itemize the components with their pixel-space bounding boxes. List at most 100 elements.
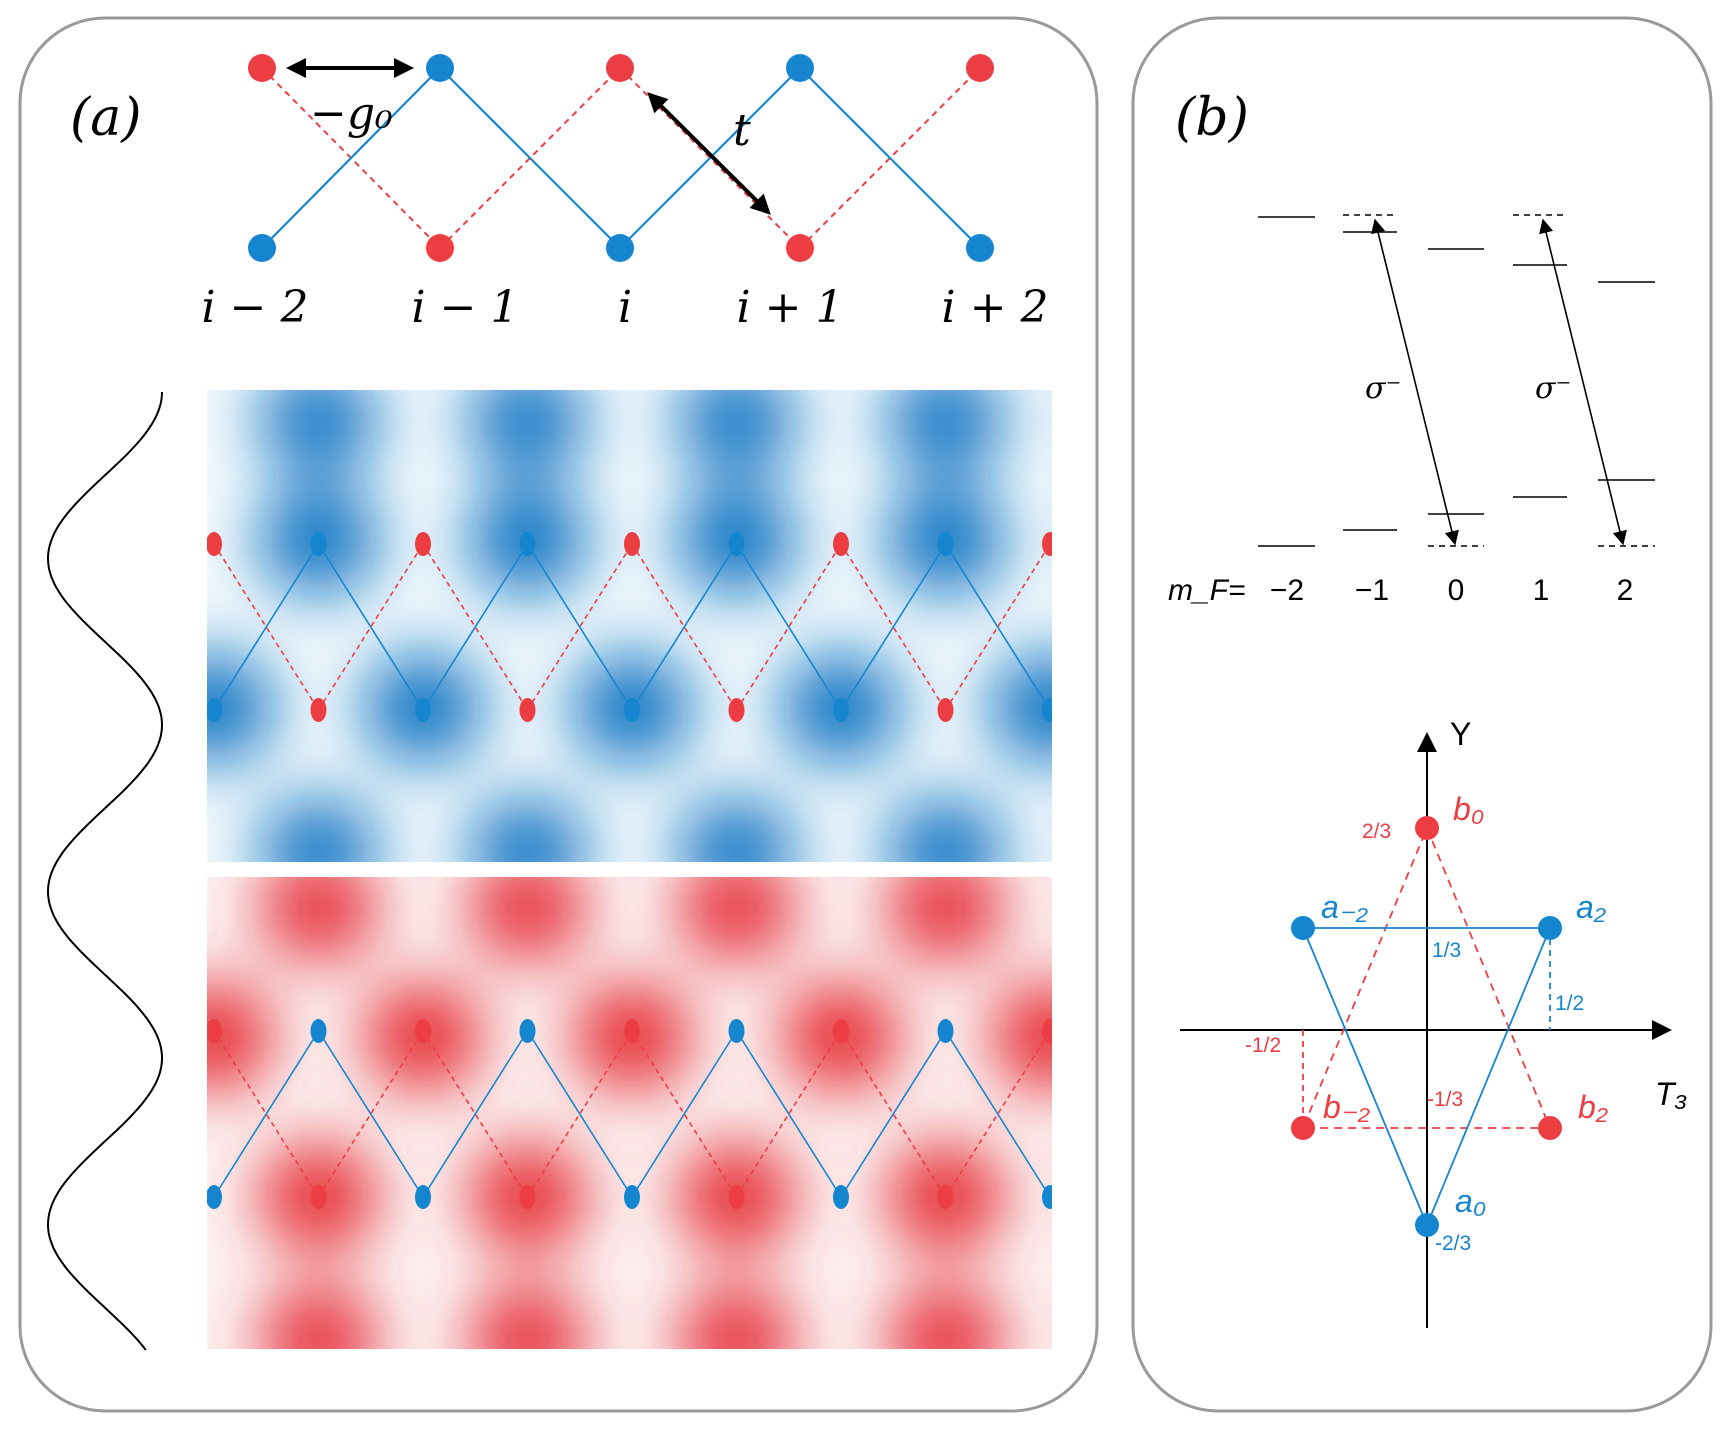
red-site	[310, 698, 327, 722]
blue-site	[248, 234, 276, 262]
value-t3-a2: 1/2	[1555, 992, 1584, 1015]
blue-site	[415, 698, 431, 722]
mf-value: 1	[1533, 574, 1550, 607]
t3-axis-label: T₃	[1655, 1076, 1687, 1112]
blue-bond	[631, 1030, 738, 1198]
blue-site	[624, 1185, 640, 1209]
potential-curve	[46, 391, 164, 1351]
blue-bond	[261, 67, 441, 249]
blue-bond	[422, 1030, 529, 1198]
density-blob	[467, 390, 588, 475]
red-bond	[840, 543, 947, 711]
red-bond	[631, 1030, 738, 1198]
b-minus2-label: b₋₂	[1323, 1089, 1370, 1125]
energy-levels	[1258, 214, 1655, 547]
red-site	[519, 1185, 536, 1209]
density-blob	[885, 1284, 1006, 1349]
density-blob	[258, 877, 379, 962]
t-label: t	[733, 105, 751, 156]
blue-site	[310, 1019, 327, 1043]
a-minus2-label: a₋₂	[1321, 889, 1368, 925]
blue-site	[1042, 1185, 1052, 1209]
red-bond	[317, 543, 424, 711]
a2-label: a₂	[1576, 889, 1606, 925]
blue-site	[207, 698, 222, 722]
site-label: i − 2	[202, 282, 309, 333]
red-bond	[619, 67, 801, 249]
red-site	[833, 1019, 849, 1043]
density-blob	[885, 877, 1006, 962]
blue-bond	[422, 543, 529, 711]
density-blob	[467, 797, 588, 862]
top-zigzag-lattice	[248, 54, 994, 262]
red-site	[519, 698, 536, 722]
blue-site	[966, 234, 994, 262]
red-site	[426, 234, 454, 262]
red-site	[207, 1019, 222, 1043]
weight-diagram: Y T₃ b₀ b₂ b₋₂ a₂ a₋₂ a₀ 2/3 1/3 1/2 -1/…	[1180, 716, 1687, 1328]
a-triplet-triangle	[1301, 927, 1552, 1228]
sigma-transition-arrow	[1371, 218, 1459, 546]
blue-site	[624, 698, 640, 722]
red-bond	[213, 543, 320, 711]
blue-bond	[840, 1030, 947, 1198]
blue-density-map	[207, 390, 1052, 862]
red-site	[728, 698, 745, 722]
red-bond	[317, 1030, 424, 1198]
blue-bond	[799, 67, 981, 249]
blue-site	[606, 234, 634, 262]
blue-bond	[735, 1030, 842, 1198]
red-bond	[944, 1030, 1051, 1198]
a0-label: a₀	[1455, 1183, 1486, 1219]
density-blob	[990, 653, 1052, 763]
red-site	[310, 1185, 327, 1209]
blue-bond	[944, 1030, 1051, 1198]
blue-site	[415, 1185, 431, 1209]
value-y-a: 1/3	[1432, 939, 1461, 962]
red-bond	[526, 543, 633, 711]
density-blob	[467, 877, 588, 962]
panel-b-frame	[1131, 16, 1713, 1413]
blue-bond	[526, 1030, 633, 1198]
panel-a-label: (a)	[70, 88, 142, 148]
red-site	[786, 234, 814, 262]
blue-site	[937, 1019, 954, 1043]
blue-site	[833, 698, 849, 722]
blue-site	[937, 532, 954, 556]
density-blob	[885, 390, 1006, 475]
blue-bond	[317, 1030, 424, 1198]
g0-label: −g₀	[310, 88, 393, 139]
red-bond	[735, 543, 842, 711]
blue-site	[519, 1019, 536, 1043]
blue-site	[728, 532, 745, 556]
red-site	[1042, 1019, 1052, 1043]
b2-label: b₂	[1578, 1089, 1608, 1125]
a0-node	[1415, 1213, 1439, 1237]
red-site	[248, 54, 276, 82]
density-blob	[990, 982, 1052, 1092]
red-site	[207, 532, 222, 556]
red-site	[624, 1019, 640, 1043]
red-bond	[526, 1030, 633, 1198]
blue-site	[426, 54, 454, 82]
blue-site	[310, 532, 327, 556]
site-label: i − 1	[412, 282, 519, 333]
sigma-label-1: σ⁻	[1365, 371, 1401, 406]
red-site	[728, 1185, 745, 1209]
red-bond	[439, 67, 621, 249]
blue-site	[207, 1185, 222, 1209]
density-blob	[207, 982, 274, 1092]
red-site	[966, 54, 994, 82]
red-bond	[735, 1030, 842, 1198]
density-blob	[467, 1284, 588, 1349]
b2-node	[1538, 1116, 1562, 1140]
blue-site	[786, 54, 814, 82]
sigma-transition-arrow	[1539, 218, 1627, 546]
blue-bond	[840, 543, 947, 711]
value-t3-b-minus2: -1/2	[1245, 1034, 1281, 1057]
red-bond	[944, 543, 1051, 711]
density-blob	[885, 797, 1006, 862]
a-minus2-node	[1291, 916, 1315, 940]
blue-bond	[631, 543, 738, 711]
